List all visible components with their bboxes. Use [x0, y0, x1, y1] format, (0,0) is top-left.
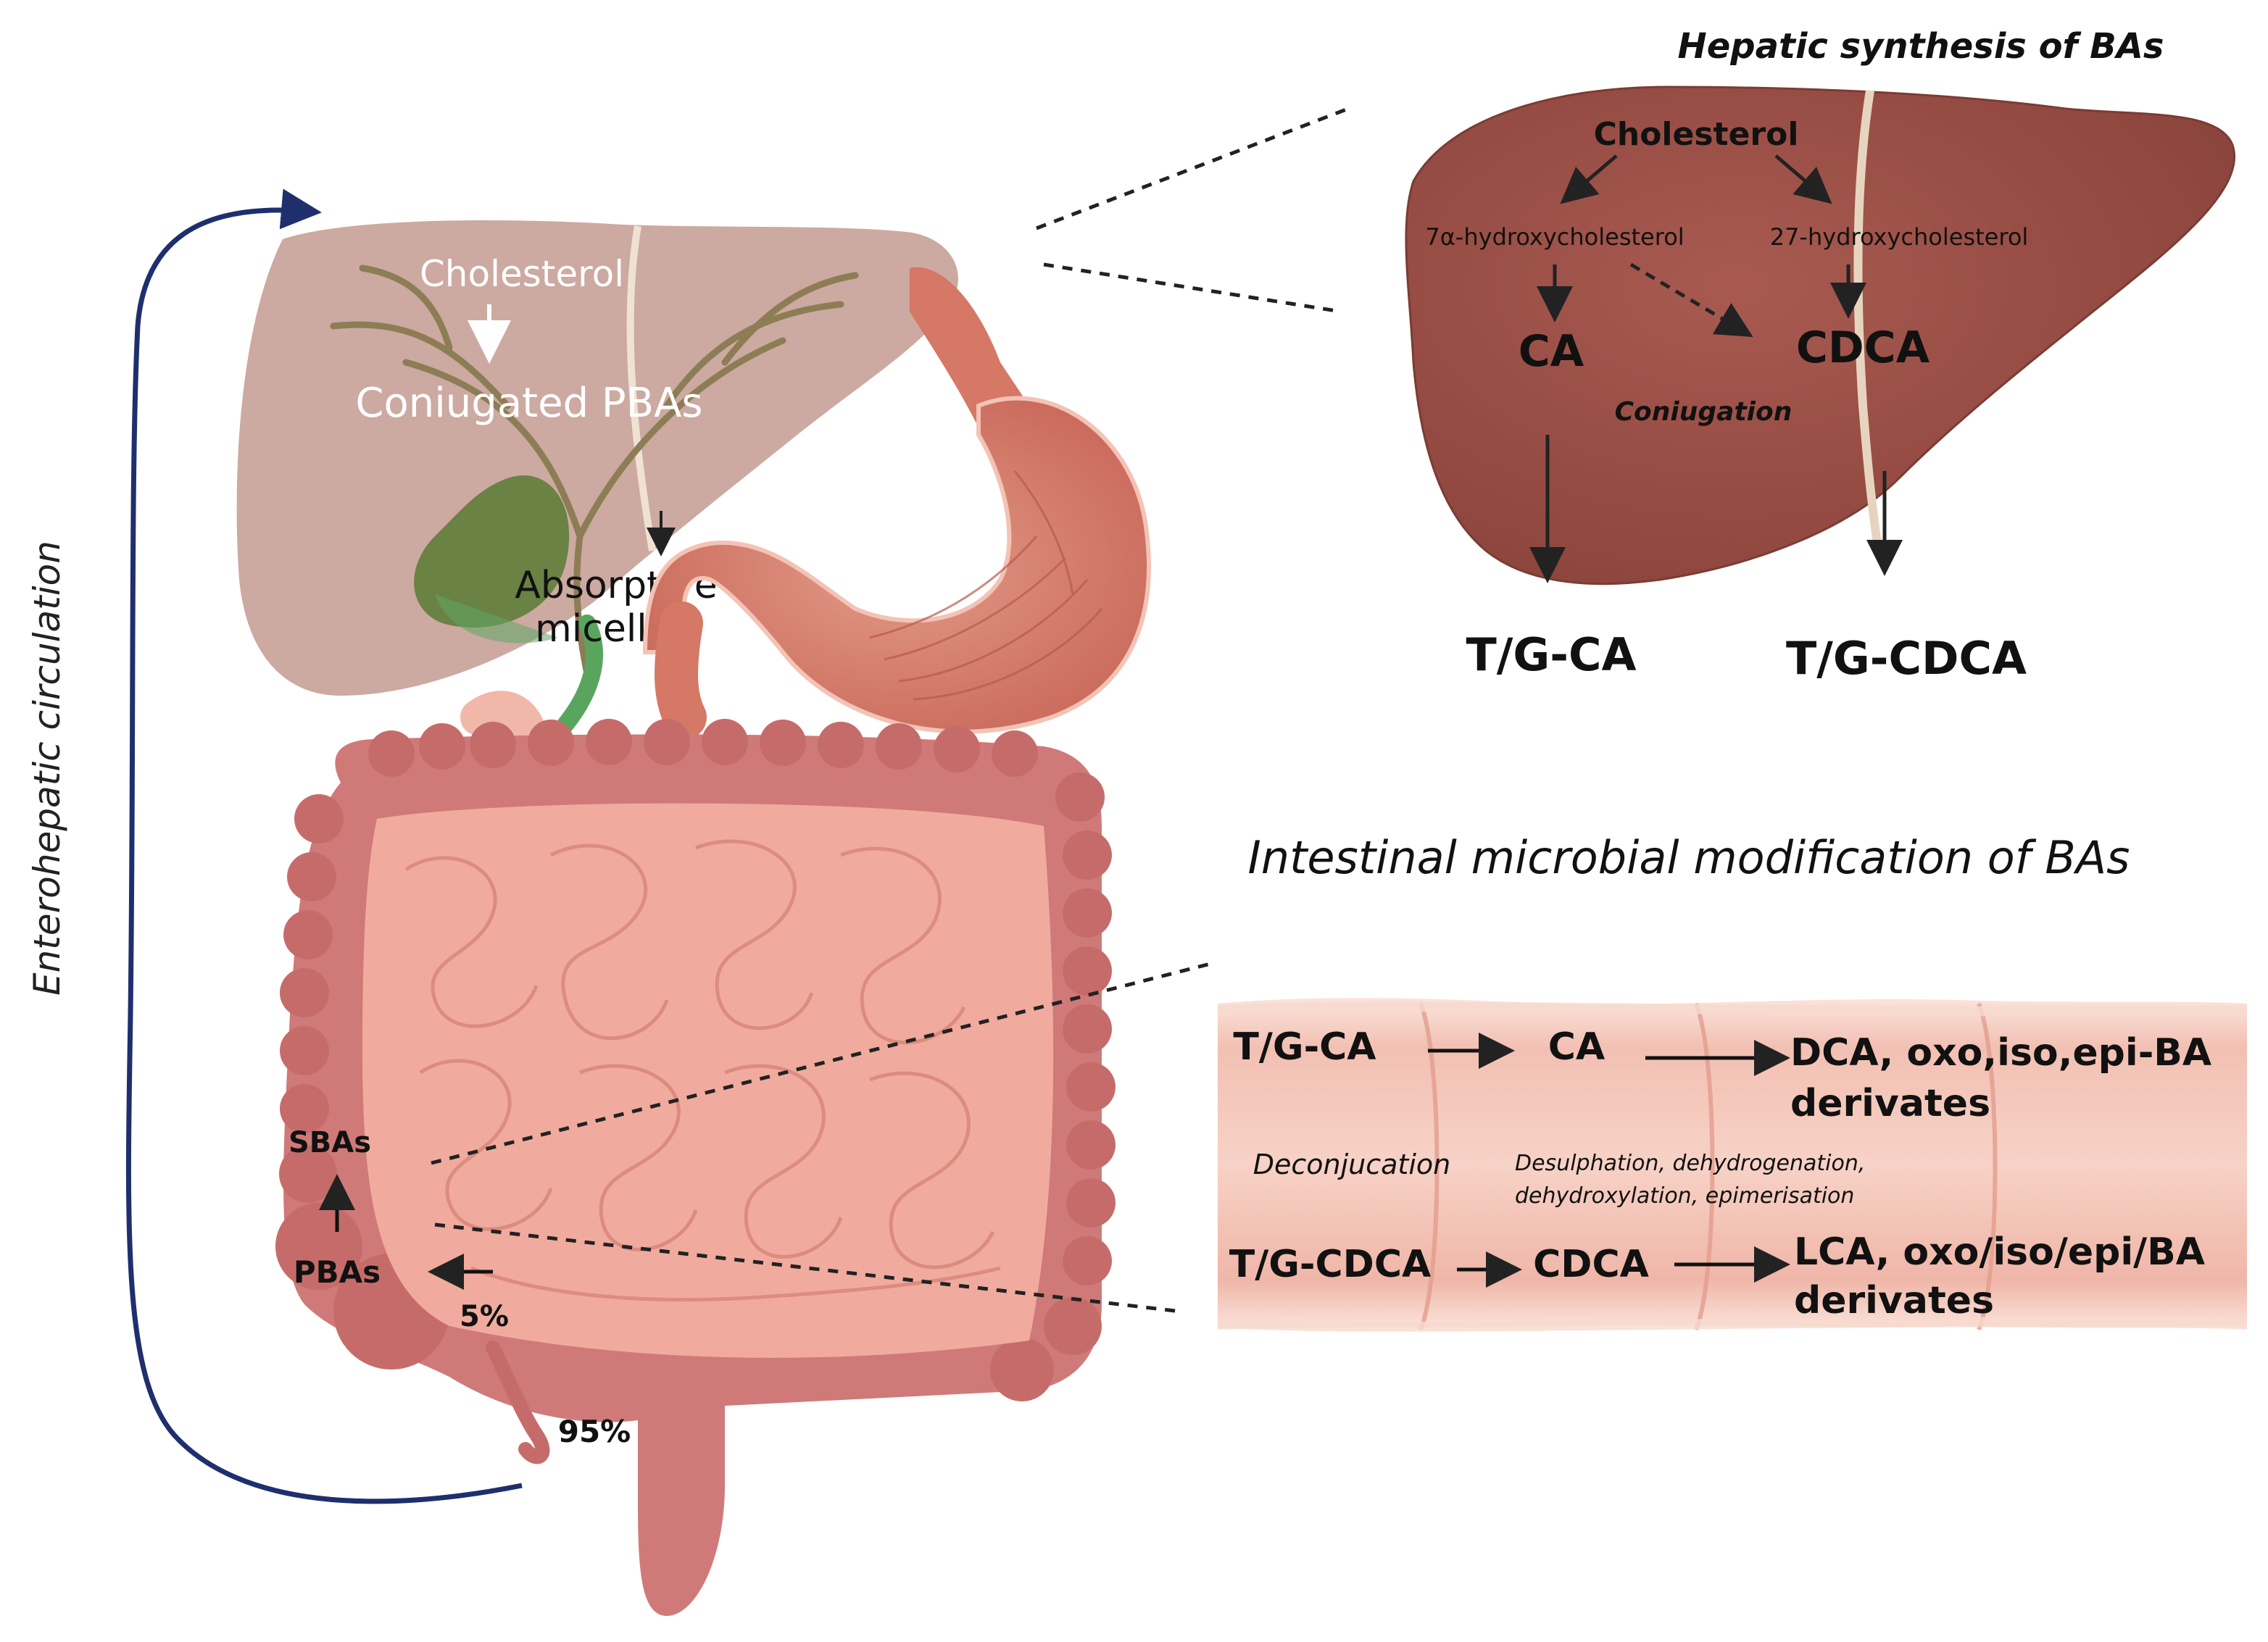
ca-label: CA: [1519, 326, 1584, 377]
pbas-label: PBAs: [294, 1254, 381, 1290]
hepatic-cholesterol: Cholesterol: [1594, 116, 1799, 153]
int-dca-line2: derivates: [1790, 1082, 1990, 1125]
reactions-line1: Desulphation, dehydrogenation,: [1515, 1151, 1865, 1176]
sbas-label: SBAs: [288, 1126, 371, 1159]
hydroxy7a-label: 7α-hydroxycholesterol: [1425, 223, 1684, 251]
liver-left-conjugated: Coniugated PBAs: [355, 380, 702, 427]
enterohepatic-arrow: [125, 188, 523, 1504]
int-lca-line1: LCA, oxo/iso/epi/BA: [1794, 1230, 2205, 1274]
pct5-label: 5%: [460, 1300, 509, 1333]
intestines: [275, 691, 1116, 1617]
int-lca-line2: derivates: [1794, 1279, 1994, 1322]
int-tg-ca-label: T/G-CA: [1233, 1025, 1376, 1069]
int-cdca-label: CDCA: [1533, 1243, 1649, 1286]
chol-to-7a-arrow: [1560, 154, 1618, 204]
reactions-line2: dehydroxylation, epimerisation: [1515, 1183, 1854, 1209]
tg-ca-label: T/G-CA: [1466, 628, 1636, 681]
chol-to-27-arrow: [1774, 154, 1832, 204]
stomach: [642, 267, 1151, 739]
colon-segment: [1217, 998, 2248, 1332]
hepatic-title: Hepatic synthesis of BAs: [1678, 26, 2164, 67]
cdca-label: CDCA: [1796, 322, 1930, 373]
liver-right: [1405, 86, 2235, 585]
deconjucation-label: Deconjucation: [1253, 1149, 1450, 1180]
liver-left: [236, 220, 958, 733]
tg-cdca-label: T/G-CDCA: [1786, 632, 2027, 685]
hydroxy27-label: 27-hydroxycholesterol: [1770, 223, 2029, 251]
coniugation-label: Coniugation: [1615, 397, 1793, 427]
zoom-connectors: [431, 107, 1349, 1314]
pct95-label: 95%: [558, 1414, 631, 1449]
intestinal-title: Intestinal microbial modification of BAs: [1248, 831, 2130, 884]
int-tg-cdca-label: T/G-CDCA: [1229, 1243, 1431, 1286]
int-dca-line1: DCA, oxo,iso,epi-BA: [1790, 1031, 2211, 1075]
enterohepatic-label: Enterohepatic circulation: [26, 541, 68, 996]
7a-to-cdca-dashed-arrow: [1629, 262, 1753, 338]
liver-left-cholesterol: Cholesterol: [420, 253, 624, 295]
int-ca-label: CA: [1548, 1025, 1605, 1069]
